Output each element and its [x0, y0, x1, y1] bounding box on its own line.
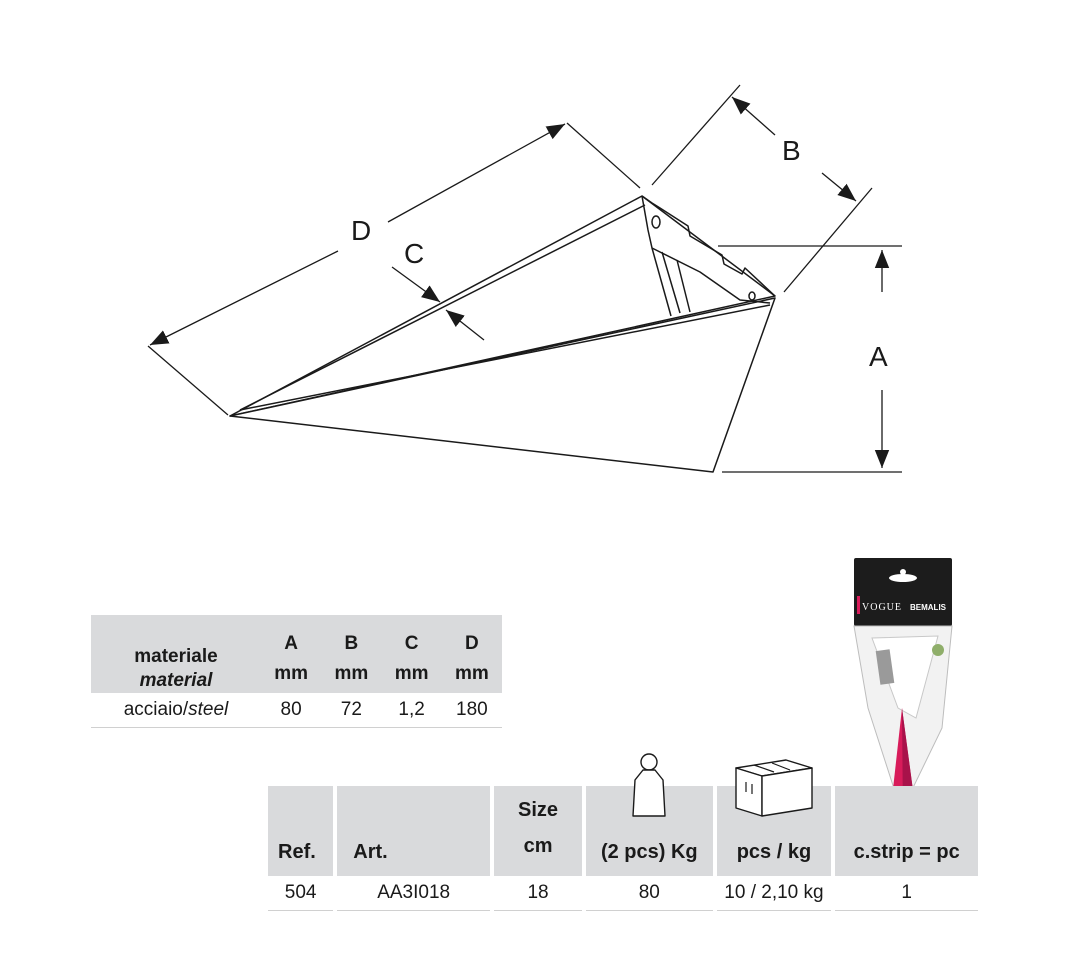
- spec-unit-row: mm mm mm mm: [91, 655, 502, 693]
- pcs-value: 10 / 2,10 kg: [716, 876, 832, 911]
- dimension-d: [147, 122, 641, 416]
- col-b-header: B: [321, 615, 382, 655]
- maker-logo: BEMALIS: [910, 603, 947, 612]
- brand-logo: VOGUE: [862, 602, 902, 613]
- material-it: acciaio/: [123, 699, 189, 720]
- material-header: materiale material: [91, 615, 261, 693]
- dimension-b: [651, 84, 873, 293]
- col-c-unit: mm: [381, 655, 442, 693]
- strip-header: c.strip = pc: [835, 786, 978, 876]
- table-row: acciaio/steel 80 72 1,2 180: [91, 693, 502, 728]
- value-b: 72: [321, 693, 382, 728]
- label-c: C: [404, 238, 424, 269]
- col-a-unit: mm: [261, 655, 322, 693]
- strip-value: 1: [835, 876, 978, 911]
- label-d: D: [351, 215, 371, 246]
- size-header-line1: Size: [518, 799, 559, 821]
- size-value: 18: [494, 876, 583, 911]
- table-row: 504 AA3I018 18 80 10 / 2,10 kg 1: [268, 876, 978, 911]
- material-header-it: materiale: [134, 646, 218, 667]
- size-header: Size cm: [494, 786, 583, 876]
- reference-table: Ref. Art. Size cm (2 pcs) Kg pcs / kg c.…: [264, 753, 982, 911]
- ref-header-row: Ref. Art. Size cm (2 pcs) Kg pcs / kg c.…: [268, 753, 978, 876]
- value-c: 1,2: [381, 693, 442, 728]
- pcs-header-label: pcs / kg: [736, 841, 812, 863]
- ref-value: 504: [268, 876, 334, 911]
- weight-value: 80: [586, 876, 713, 911]
- dimension-c: [391, 266, 485, 341]
- pcs-header: pcs / kg: [716, 759, 832, 876]
- hang-hole-icon: [889, 574, 917, 582]
- weight-header: (2 pcs) Kg: [586, 753, 713, 876]
- material-cell: acciaio/steel: [91, 693, 261, 728]
- value-a: 80: [261, 693, 322, 728]
- weight-header-label: (2 pcs) Kg: [600, 841, 698, 863]
- col-a-header: A: [261, 615, 322, 655]
- col-c-header: C: [381, 615, 442, 655]
- bracket-outline: [229, 195, 776, 473]
- label-b: B: [782, 135, 801, 166]
- dimension-spec-table: materiale material A B C D mm mm mm mm a…: [91, 615, 502, 728]
- material-header-en: material: [139, 670, 213, 691]
- art-value: AA3I018: [337, 876, 491, 911]
- col-d-header: D: [441, 615, 502, 655]
- value-d: 180: [441, 693, 502, 728]
- col-d-unit: mm: [441, 655, 502, 693]
- col-b-unit: mm: [321, 655, 382, 693]
- spec-header-row: materiale material A B C D: [91, 615, 502, 693]
- art-header: Art.: [337, 786, 491, 876]
- weight-icon: [632, 753, 666, 817]
- box-icon: [735, 759, 813, 817]
- ref-header: Ref.: [268, 786, 334, 876]
- size-header-line2: cm: [523, 835, 553, 857]
- label-a: A: [869, 341, 888, 372]
- material-en: steel: [188, 699, 229, 720]
- dimension-a: [718, 245, 902, 473]
